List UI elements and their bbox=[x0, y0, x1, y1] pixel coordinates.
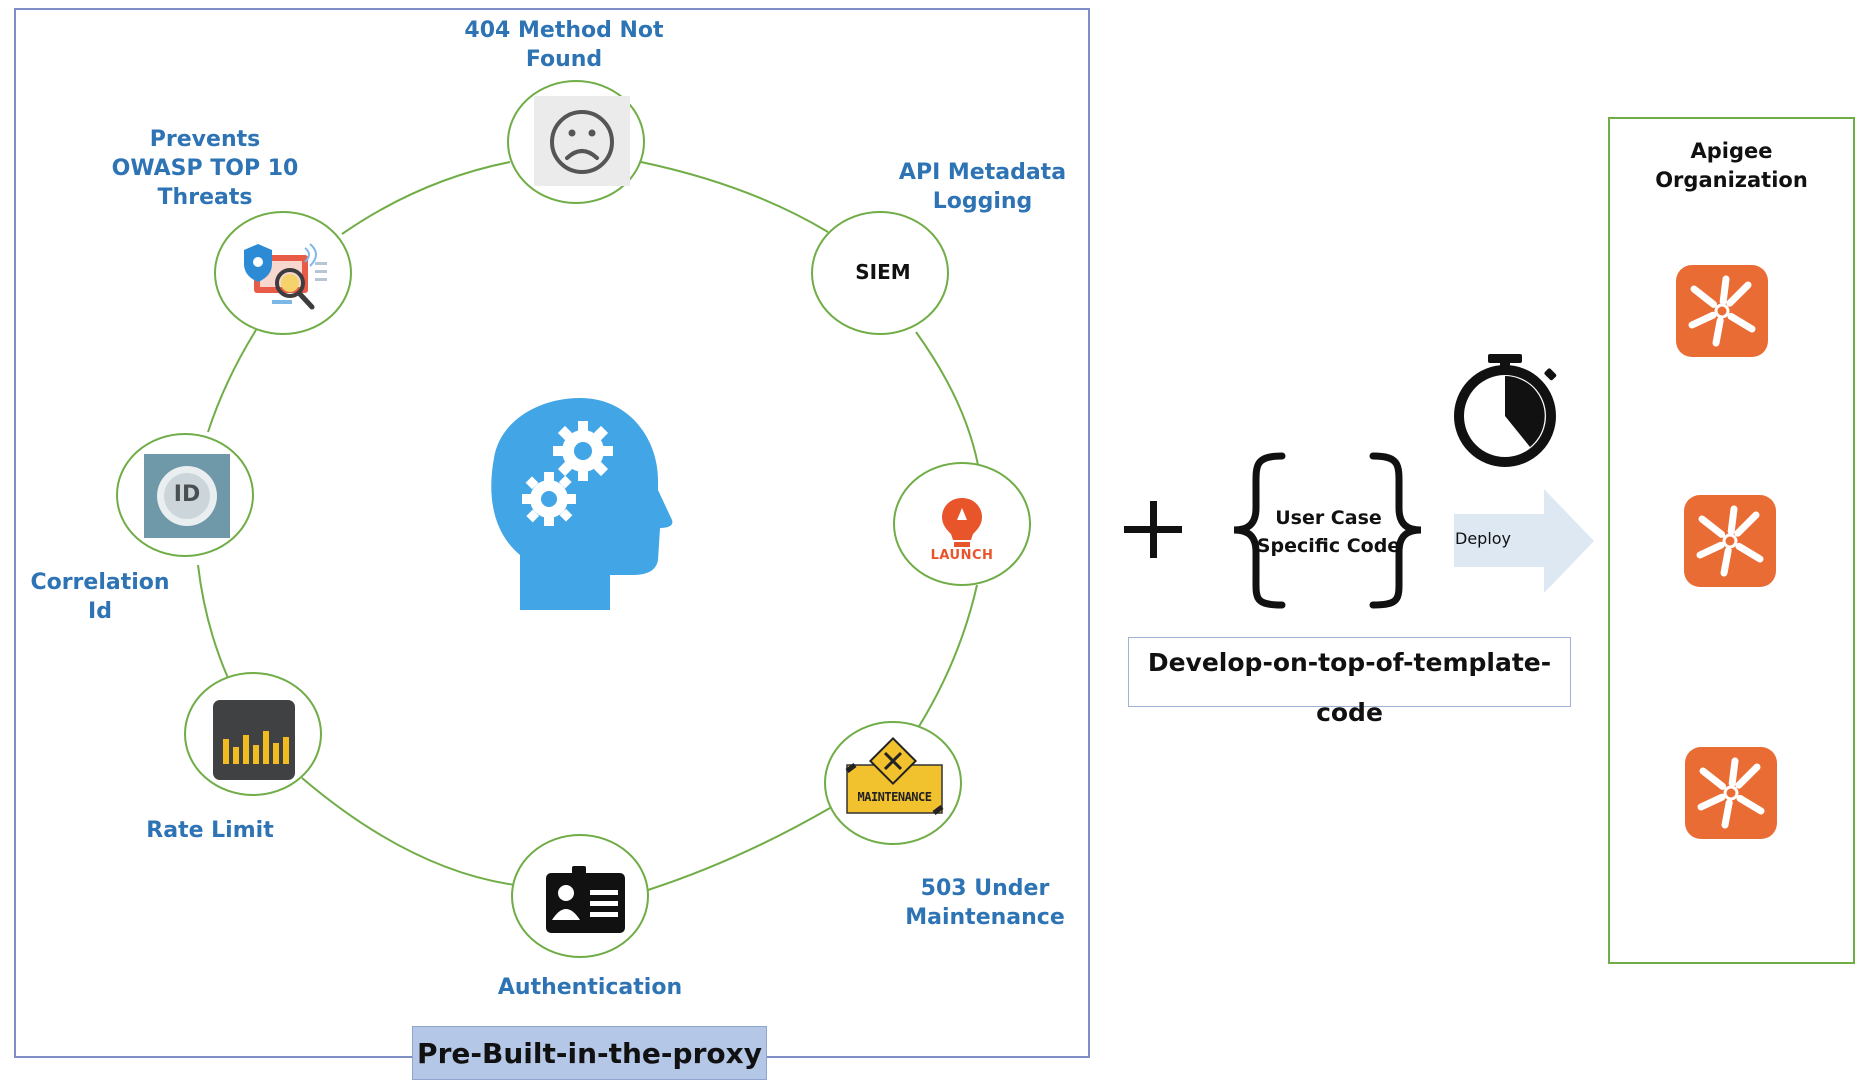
apigee-proxy-icon bbox=[1684, 495, 1776, 587]
id-card-icon bbox=[546, 866, 625, 933]
label-owasp: Prevents OWASP TOP 10 Threats bbox=[111, 127, 299, 210]
sad-face-icon bbox=[534, 96, 630, 186]
ring-connectors bbox=[197, 161, 979, 891]
correlation-id-badge: ID bbox=[173, 482, 201, 507]
pre-built-proxy-label: Pre-Built-in-the-proxy bbox=[412, 1026, 767, 1080]
id-badge-icon bbox=[144, 454, 230, 538]
maintenance-badge: MAINTENANCE bbox=[857, 790, 932, 804]
develop-on-template-box: Develop-on-top-of-template-code bbox=[1128, 637, 1571, 727]
label-api-metadata-logging: API Metadata Logging bbox=[898, 160, 1067, 214]
plus-sign-icon bbox=[1124, 501, 1182, 558]
brain-gears-head-icon bbox=[491, 398, 673, 610]
deploy-label: Deploy bbox=[1455, 529, 1512, 548]
maintenance-sign-icon bbox=[845, 736, 944, 815]
apigee-proxy-icons bbox=[1676, 265, 1777, 839]
label-not-found: 404 Method Not Found bbox=[464, 18, 664, 72]
curly-braces-icon bbox=[1233, 452, 1422, 609]
apigee-proxy-icon bbox=[1676, 265, 1768, 357]
equalizer-meter-icon bbox=[213, 700, 295, 780]
user-case-code-label: User Case Specific Code bbox=[1256, 507, 1401, 557]
label-503-maintenance: 503 Under Maintenance bbox=[905, 876, 1065, 930]
launch-badge: LAUNCH bbox=[930, 548, 994, 563]
label-correlation-id: Correlation Id bbox=[30, 570, 170, 624]
launch-icon bbox=[942, 498, 982, 547]
node-circle-siem bbox=[811, 211, 949, 335]
apigee-proxy-icon bbox=[1685, 747, 1777, 839]
apigee-organization-frame bbox=[1608, 117, 1855, 964]
stopwatch-icon bbox=[1454, 354, 1557, 467]
deploy-arrow bbox=[1454, 489, 1594, 593]
apigee-organization-title: Apigee Organization bbox=[1655, 139, 1808, 192]
label-authentication: Authentication bbox=[497, 975, 683, 1000]
security-scan-icon bbox=[244, 243, 327, 310]
siem-badge: SIEM bbox=[855, 260, 911, 284]
label-rate-limit: Rate Limit bbox=[146, 818, 274, 843]
